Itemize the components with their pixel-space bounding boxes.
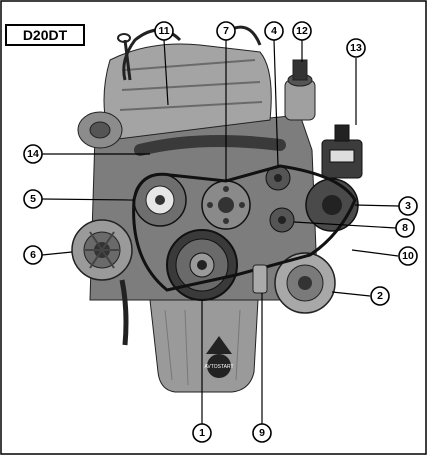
- callout-5: 5: [23, 189, 43, 209]
- svg-text:AVTOSTART: AVTOSTART: [204, 364, 233, 370]
- callout-6: 6: [23, 245, 43, 265]
- svg-text:10: 10: [402, 250, 414, 262]
- callout-3: 3: [398, 196, 418, 216]
- callout-2: 2: [370, 286, 390, 306]
- svg-text:1: 1: [199, 427, 205, 439]
- svg-text:13: 13: [350, 42, 362, 54]
- drive-belt: [132, 164, 357, 292]
- callout-13: 13: [346, 38, 366, 58]
- avtostart-logo: AVTOSTART: [204, 336, 234, 378]
- svg-text:12: 12: [296, 25, 308, 37]
- engine-illustration: AVTOSTART: [71, 25, 363, 393]
- callout-9: 9: [252, 423, 272, 443]
- callout-1: 1: [192, 423, 212, 443]
- callout-4: 4: [264, 21, 284, 41]
- callout-7: 7: [216, 21, 236, 41]
- svg-text:8: 8: [402, 222, 408, 234]
- svg-text:9: 9: [259, 427, 265, 439]
- svg-text:11: 11: [158, 25, 169, 37]
- svg-text:5: 5: [30, 193, 36, 205]
- svg-text:4: 4: [271, 25, 277, 37]
- callout-14: 14: [23, 144, 43, 164]
- engine-model-label: D20DT: [5, 24, 85, 46]
- callout-12: 12: [292, 21, 312, 41]
- oil-pan: [149, 299, 259, 393]
- svg-text:7: 7: [223, 25, 229, 37]
- callout-8: 8: [395, 218, 415, 238]
- callout-10: 10: [398, 246, 418, 266]
- svg-text:3: 3: [405, 200, 411, 212]
- oil-sensor: [252, 264, 268, 294]
- svg-text:2: 2: [377, 290, 383, 302]
- svg-text:14: 14: [27, 148, 39, 160]
- svg-text:6: 6: [30, 249, 36, 261]
- leader-lines: [41, 39, 400, 424]
- callout-11: 11: [154, 21, 174, 41]
- intake-pipe: [134, 135, 286, 156]
